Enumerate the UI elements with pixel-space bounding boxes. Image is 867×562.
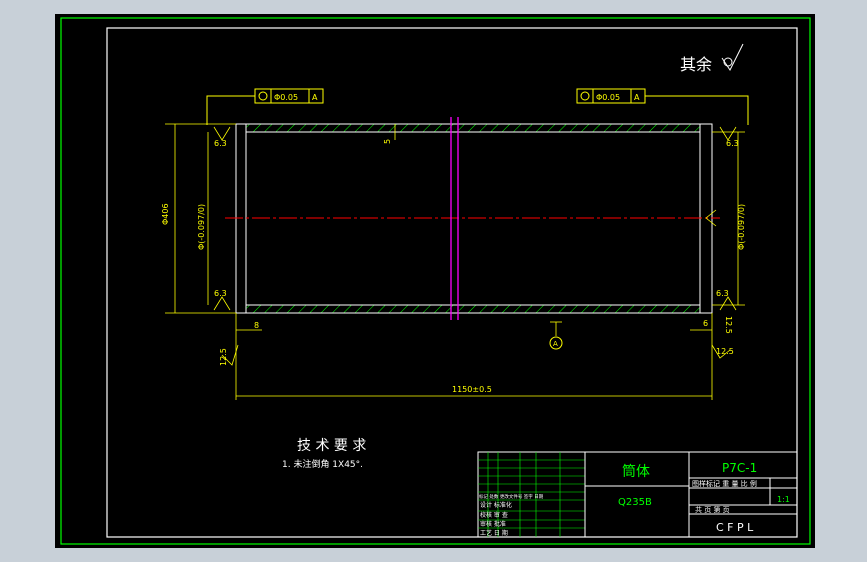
roughness-icon (719, 296, 737, 311)
roughness-label: 6.3 (214, 289, 227, 298)
drawing-sheet (55, 14, 815, 548)
concentricity-icon (580, 91, 590, 101)
surface-note-label: 其余 (680, 55, 712, 74)
roughness-label: 6.3 (726, 139, 739, 148)
scale-header: 图样标记 重 量 比 例 (692, 479, 757, 488)
svg-text:Φ0.05: Φ0.05 (274, 93, 298, 102)
inner-dia-right-label: Φ(-0.097/0) (737, 204, 746, 250)
gdt-frame-right: Φ0.05 A (576, 88, 749, 125)
top-wall-hatch (245, 123, 701, 133)
title-block: 筒体 Q235B P7C-1 图样标记 重 量 比 例 1:1 共 页 第 页 … (477, 451, 798, 538)
roughness-marks (213, 126, 737, 366)
inner-dia-left-label: Φ(-0.097/0) (197, 204, 206, 250)
roughness-label: 12.5 (716, 347, 734, 356)
section-marker-label: A (553, 340, 558, 348)
company-code: C F P L (716, 521, 754, 534)
title-row: 校核 审 查 (480, 511, 508, 519)
roughness-icon (213, 126, 231, 141)
bottom-wall-hatch (245, 304, 701, 314)
wall-thickness-label: 5 (383, 139, 392, 144)
section-marker (549, 336, 563, 350)
tech-req-title: 技 术 要 求 (297, 438, 366, 454)
sheet-count: 共 页 第 页 (695, 505, 730, 514)
concentricity-icon (258, 91, 268, 101)
title-row: 标记 处数 更改文件号 签字 日期 (479, 493, 544, 500)
drawing-number: P7C-1 (722, 461, 757, 475)
sheet-inner-frame (106, 27, 798, 538)
svg-text:A: A (634, 93, 640, 102)
roughness-symbol-icon (721, 43, 744, 71)
end-right-label: 6 (703, 319, 708, 328)
roughness-icon (719, 126, 737, 141)
dimension-lines (165, 123, 745, 400)
material: Q235B (618, 497, 652, 508)
roughness-label: 12.5 (724, 316, 733, 334)
outer-dia-label: Φ406 (161, 203, 170, 225)
svg-text:Φ0.05: Φ0.05 (596, 93, 620, 102)
part-name: 筒体 (622, 463, 650, 480)
title-row: 审核 批准 (480, 520, 506, 528)
svg-text:A: A (312, 93, 318, 102)
sheet-outer-border (60, 17, 811, 545)
roughness-icon (711, 344, 731, 359)
length-label: 1150±0.5 (452, 385, 492, 394)
roughness-label: 6.3 (716, 289, 729, 298)
roughness-icon (705, 209, 717, 227)
roughness-icon (221, 344, 239, 366)
cylinder-section (225, 117, 720, 320)
end-left-label: 8 (254, 321, 259, 330)
tech-req-item: 1. 未注倒角 1X45°. (282, 458, 363, 470)
scale-value: 1:1 (777, 495, 790, 504)
roughness-icon (213, 296, 231, 311)
gdt-frame-left: Φ0.05 A (206, 88, 324, 125)
title-row: 工艺 日 期 (480, 529, 508, 537)
roughness-label: 6.3 (214, 139, 227, 148)
roughness-label: 12.5 (219, 348, 228, 366)
title-row: 设计 标准化 (480, 501, 512, 509)
